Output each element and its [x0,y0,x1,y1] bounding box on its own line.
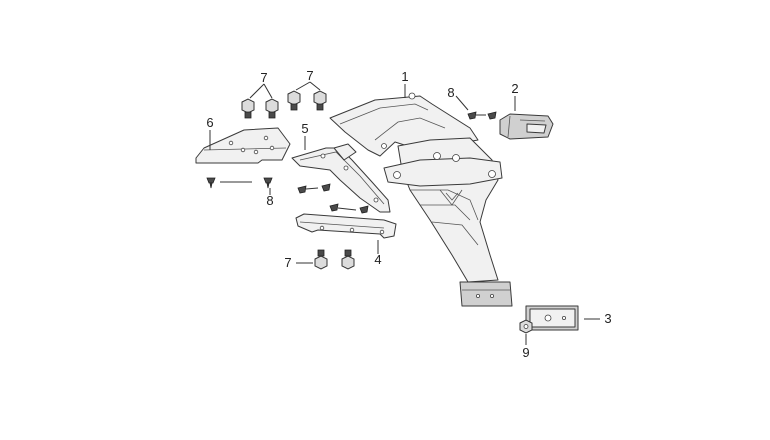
part-5-support-bracket [291,143,391,213]
leader-7a-right [263,83,273,99]
part-9-nut [519,319,533,334]
part-7-bolt [241,98,255,119]
part-7-bolt [265,98,279,119]
callout-9: 9 [522,345,529,360]
callout-3: 3 [604,311,611,326]
callout-2: 2 [511,81,518,96]
leader-8-mid1 [305,187,319,190]
callout-1: 1 [401,69,408,84]
callout-7a: 7 [260,70,267,85]
callout-5: 5 [301,121,308,136]
leader-7a-left [249,83,265,99]
callout-8b: 8 [447,85,454,100]
part-8-screw [263,177,273,189]
part-8-screw [329,203,339,212]
callout-8a: 8 [266,193,273,208]
leader-7b-right [309,81,321,91]
part-8-screw [321,183,331,192]
part-8-screw [297,185,307,194]
part-4-lower-bracket [295,213,397,239]
part-7-bolt [341,249,355,270]
part-6-bracket-plate [195,127,291,164]
part-3-reflector [525,305,579,331]
leader-7b-left [295,81,311,91]
part-8-screw [359,205,369,214]
part-7-bolt [314,249,328,270]
callout-7c: 7 [284,255,291,270]
part-7-bolt [287,90,301,111]
leader-8-mid2 [337,207,357,211]
leader-8b [455,95,469,111]
part-8-screw [206,177,216,189]
part-2-tail-light [499,113,554,140]
part-1-plate-holder [329,92,513,307]
callout-7b: 7 [306,68,313,83]
callout-6: 6 [206,115,213,130]
part-8-screw [467,111,477,120]
part-8-screw [487,111,497,120]
callout-4: 4 [374,252,381,267]
part-7-bolt [313,90,327,111]
